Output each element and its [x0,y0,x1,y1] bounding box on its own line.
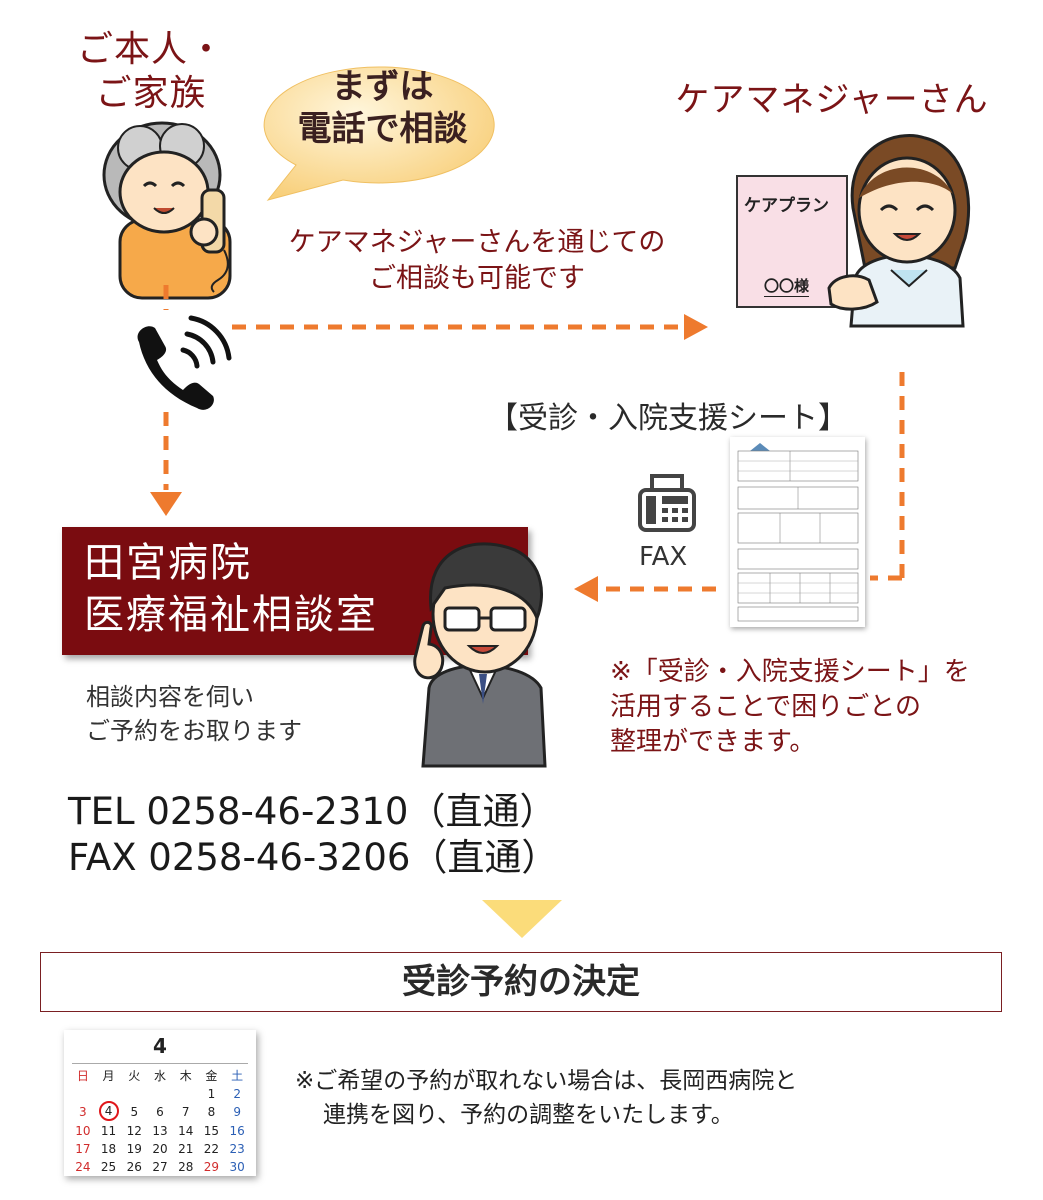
care-manager-hand-icon [827,274,879,311]
calendar-day [173,1086,199,1102]
calendar-day[interactable]: 10 [75,1124,91,1138]
support-sheet-document [730,437,865,627]
fax-machine-icon [638,474,696,532]
calendar-day[interactable]: 18 [100,1142,117,1156]
calendar-day[interactable]: 30 [229,1160,245,1174]
hospital-name: 田宮病院 [84,540,252,586]
calendar-day[interactable]: 27 [152,1160,168,1174]
bubble-line2: 電話で相談 [297,109,468,149]
calendar-weekday: 日 [76,1069,89,1083]
calendar-weekday: 火 [128,1069,141,1083]
care-manager-label: ケアマネジャーさん [675,80,989,120]
elderly-woman-icon [102,121,232,300]
calendar-day[interactable]: 15 [203,1124,220,1138]
calendar-day[interactable]: 3 [79,1105,87,1119]
calendar-day[interactable]: 17 [75,1142,91,1156]
calendar-weekday: 土 [231,1069,244,1083]
patient-label-line2: ご家族 [95,73,207,114]
sheet-note-line2: 活用することで困りごとの [610,692,921,722]
appointment-decision-box: 受診予約の決定 [40,952,1002,1012]
closing-note: ※ご希望の予約が取れない場合は、長岡西病院と 連携を図り、予約の調整をいたします… [295,1064,797,1132]
support-sheet-note: ※「受診・入院支援シート」を 活用することで困りごとの 整理ができます。 [610,655,970,760]
calendar-weekday: 月 [102,1069,115,1083]
support-sheet-form-icon [737,443,859,622]
calendar-day[interactable]: 28 [178,1160,194,1174]
phone-icon [137,315,232,410]
calendar-day[interactable]: 7 [181,1105,190,1119]
care-manager-icon [849,134,971,328]
fax-number: FAX 0258-46-3206（直通） [68,836,559,879]
fax-label: FAX [639,542,688,572]
arrowhead-down [150,492,182,516]
care-plan-name: 〇〇様 [764,277,810,297]
calendar-day[interactable]: 25 [100,1160,117,1174]
calendar-day[interactable]: 12 [126,1124,142,1138]
sheet-note-line1: ※「受診・入院支援シート」を [610,657,970,687]
calendar-day[interactable]: 19 [126,1142,142,1156]
patient-label-line1: ご本人・ [76,29,225,70]
hospital-staff-icon [413,542,547,768]
calendar-day[interactable]: 29 [203,1160,220,1174]
calendar-day[interactable]: 11 [100,1124,117,1138]
calendar-day[interactable]: 1 [207,1087,216,1101]
calendar-day[interactable]: 20 [152,1142,168,1156]
calendar-weekday: 金 [205,1069,218,1083]
calendar-month: 4 [153,1034,167,1058]
care-plan-title: ケアプラン [744,196,829,216]
calendar-day[interactable]: 16 [229,1124,245,1138]
hospital-department: 医療福祉相談室 [84,592,378,638]
calendar-day [70,1086,96,1102]
bubble-line1: まずは [331,67,434,107]
calendar-day-selected[interactable]: 4 [98,1101,119,1121]
calendar-weekday: 水 [153,1069,166,1083]
calendar-day[interactable]: 5 [130,1105,139,1119]
speech-bubble: まずは 電話で相談 [275,66,490,150]
calendar-day[interactable]: 26 [126,1160,142,1174]
patient-label: ご本人・ ご家族 [66,28,236,116]
calendar-day [147,1086,173,1102]
down-triangle-icon [482,900,562,938]
calendar-day[interactable]: 9 [233,1105,241,1119]
support-sheet-title: 【受診・入院支援シート】 [488,401,848,436]
closing-note-line2: 連携を図り、予約の調整をいたします。 [323,1102,734,1128]
closing-note-line1: ※ご希望の予約が取れない場合は、長岡西病院と [295,1068,798,1094]
calendar-day [121,1086,147,1102]
care-plan-document: ケアプラン 〇〇様 [736,175,848,308]
via-note-line1: ケアマネジャーさんを通じての [288,227,666,258]
calendar-day[interactable]: 23 [229,1142,245,1156]
arrowhead-left [574,576,598,602]
arrowhead-right [684,314,708,340]
via-note-line2: ご相談も可能です [369,263,585,294]
sheet-note-line3: 整理ができます。 [610,727,816,757]
calendar-day[interactable]: 13 [152,1124,168,1138]
calendar-day[interactable]: 14 [178,1124,194,1138]
consult-note: 相談内容を伺い ご予約をお取ります [86,680,302,748]
calendar-day[interactable]: 6 [156,1105,164,1119]
calendar-day [96,1086,122,1102]
speech-bubble-shape [263,66,495,201]
calendar-day[interactable]: 8 [207,1105,216,1119]
consult-note-line2: ご予約をお取ります [86,717,302,745]
consult-note-line1: 相談内容を伺い [86,683,254,711]
calendar-day[interactable]: 24 [75,1160,91,1174]
calendar-day[interactable]: 2 [233,1087,241,1101]
via-care-manager-note: ケアマネジャーさんを通じての ご相談も可能です [282,225,672,297]
tel-number[interactable]: TEL 0258-46-2310（直通） [68,790,557,833]
calendar-day[interactable]: 21 [178,1142,194,1156]
calendar-weekday: 木 [179,1069,192,1083]
calendar-day[interactable]: 22 [203,1142,220,1156]
